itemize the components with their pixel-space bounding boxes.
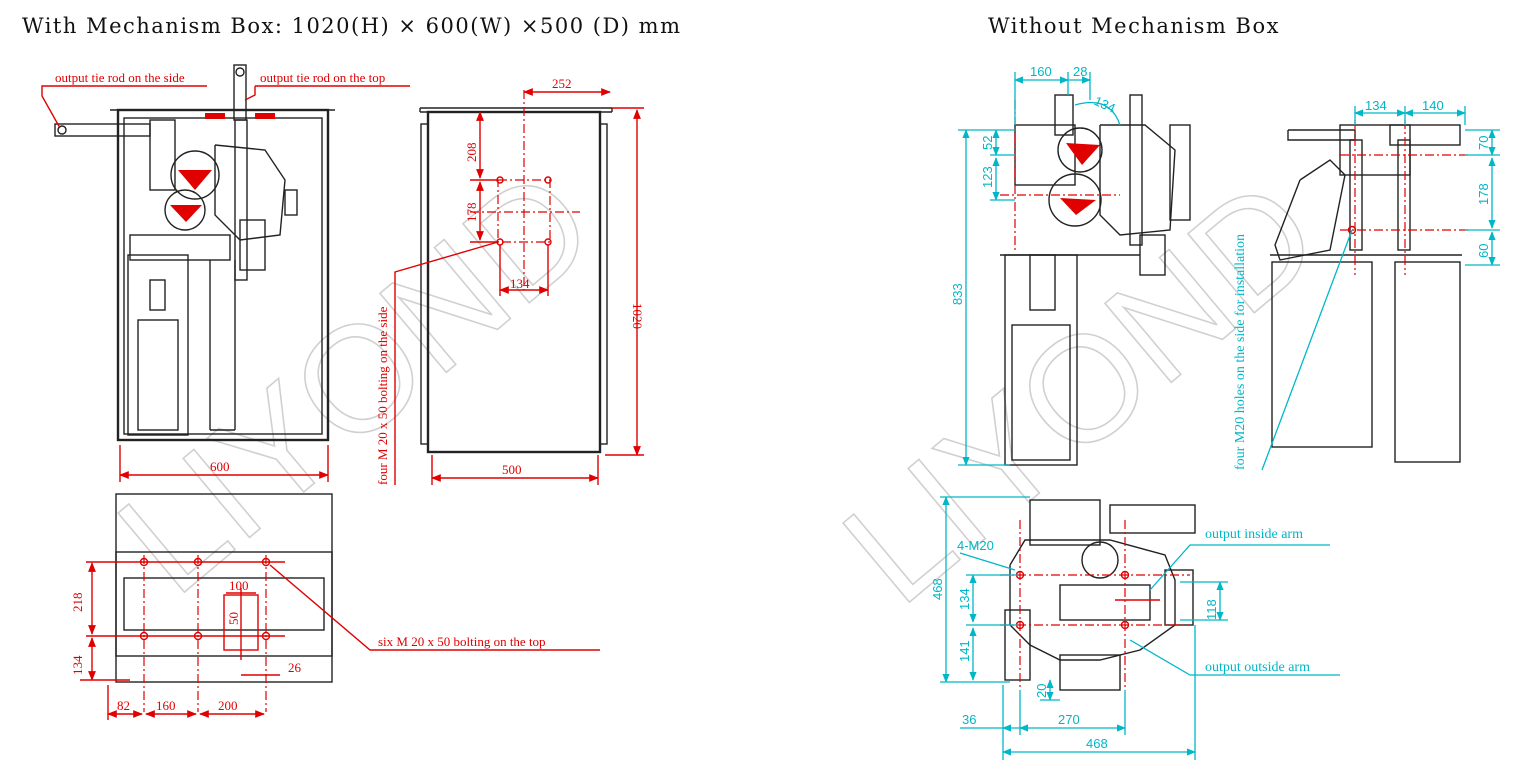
rdim-28: 28	[1073, 64, 1087, 79]
top-view-drawing	[86, 493, 333, 712]
front-view-leaders	[41, 85, 410, 129]
dim-82: 82	[117, 698, 130, 713]
dim-134: 134	[510, 276, 530, 291]
dim-134b: 134	[70, 655, 85, 675]
right-top-drawing	[1000, 499, 1196, 691]
label-top-bolting: six M 20 x 50 bolting on the top	[378, 634, 546, 649]
dim-200: 200	[218, 698, 238, 713]
svg-text:LIYOND: LIYOND	[813, 147, 1349, 635]
dim-208: 208	[464, 143, 479, 163]
label-outside-arm: output outside arm	[1205, 660, 1310, 675]
rdim-134c: 134	[957, 588, 972, 610]
rdim-140: 140	[1422, 98, 1444, 113]
watermark-right: LIYOND	[812, 146, 1349, 635]
dim-218: 218	[70, 593, 85, 613]
side-view-dims	[394, 88, 644, 485]
dim-100: 100	[229, 578, 249, 593]
top-view-dims	[80, 562, 600, 720]
rdim-52: 52	[980, 136, 995, 150]
label-inside-arm: output inside arm	[1205, 527, 1303, 542]
rdim-36: 36	[962, 712, 976, 727]
rdim-178: 178	[1476, 183, 1491, 205]
dim-500: 500	[502, 462, 522, 477]
dim-178: 178	[464, 203, 479, 223]
right-side-drawing	[1270, 120, 1470, 463]
right-side-dims	[1261, 106, 1500, 471]
dim-600-line	[119, 445, 329, 482]
right-top-dims	[940, 496, 1340, 760]
rdim-141: 141	[957, 640, 972, 662]
right-title: Without Mechanism Box	[988, 14, 1280, 38]
dim-26: 26	[288, 660, 302, 675]
rdim-160: 160	[1030, 64, 1052, 79]
dim-160: 160	[156, 698, 176, 713]
label-side-rod: output tie rod on the side	[55, 70, 185, 85]
rdim-60: 60	[1476, 244, 1491, 258]
right-front-dims	[958, 72, 1121, 466]
left-title: With Mechanism Box: 1020(H) × 600(W) ×50…	[22, 14, 682, 38]
side-view-drawing	[419, 90, 613, 454]
rdim-468h: 468	[1086, 736, 1108, 751]
rdim-118: 118	[1204, 599, 1219, 620]
label-4-m20: 4-M20	[957, 538, 994, 553]
front-view-drawing	[54, 64, 335, 442]
label-install-holes: four M20 holes on the side for installat…	[1233, 234, 1248, 470]
dim-1020: 1020	[630, 303, 645, 329]
rdim-123: 123	[980, 166, 995, 188]
rdim-20: 20	[1034, 684, 1049, 698]
rdim-468v: 468	[930, 578, 945, 600]
dim-50: 50	[226, 612, 241, 625]
dim-600: 600	[210, 459, 230, 474]
label-side-bolting: four M 20 x 50 bolting on the side	[375, 306, 390, 485]
rdim-134b: 134	[1365, 98, 1387, 113]
label-top-rod: output tie rod on the top	[260, 70, 385, 85]
rdim-70: 70	[1476, 136, 1491, 150]
rdim-833: 833	[950, 283, 965, 305]
dim-252: 252	[552, 76, 572, 91]
rdim-270: 270	[1058, 712, 1080, 727]
